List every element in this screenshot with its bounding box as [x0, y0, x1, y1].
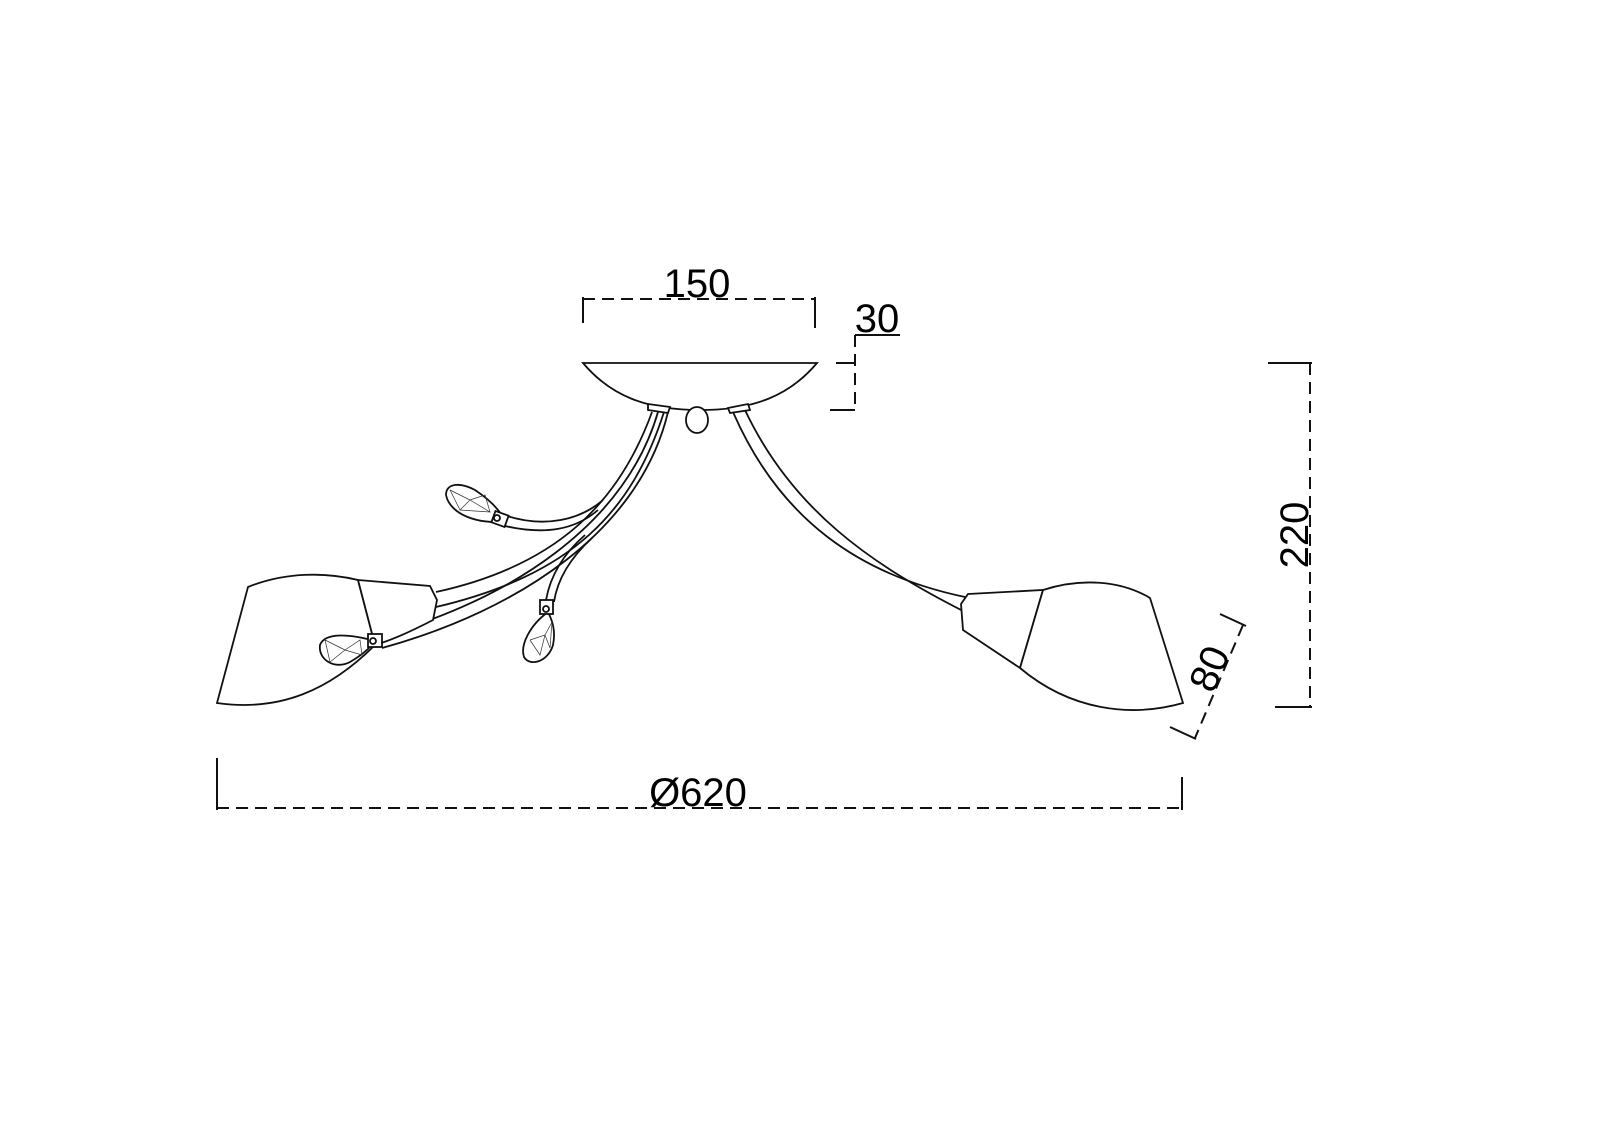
branch-middle-crystal-edge	[553, 537, 593, 603]
branch-upper-crystal-edge	[504, 509, 599, 532]
dimension-total-height: 220	[1268, 362, 1317, 708]
canopy-finial	[685, 406, 709, 434]
crystal-upper	[445, 484, 510, 529]
canopy	[581, 362, 819, 411]
right-socket	[960, 589, 1045, 670]
right-arm	[732, 411, 966, 598]
dimension-canopy-width: 150	[582, 262, 816, 328]
dimension-label-150: 150	[664, 262, 731, 306]
right-shade	[1018, 581, 1185, 711]
left-shade	[215, 573, 377, 706]
branch-upper-crystal	[506, 499, 604, 523]
dimension-shade-depth: 80	[1169, 613, 1247, 740]
right-arm-edge	[744, 409, 966, 613]
branch-middle-crystal	[545, 534, 586, 601]
dimension-canopy-height: 30	[830, 297, 900, 411]
dimension-diameter: Ø620	[216, 758, 1183, 815]
crystal-lower-left	[319, 633, 383, 666]
left-arm-main-edge	[435, 411, 665, 608]
left-arm-main	[435, 411, 653, 593]
crystal-lower-middle	[522, 599, 555, 663]
dimension-label-220: 220	[1273, 502, 1317, 569]
dimension-label-620: Ø620	[649, 771, 747, 815]
dimension-label-30: 30	[855, 297, 900, 341]
left-arm-crystal-lower-edge	[381, 411, 669, 649]
dimension-label-80: 80	[1181, 640, 1239, 698]
